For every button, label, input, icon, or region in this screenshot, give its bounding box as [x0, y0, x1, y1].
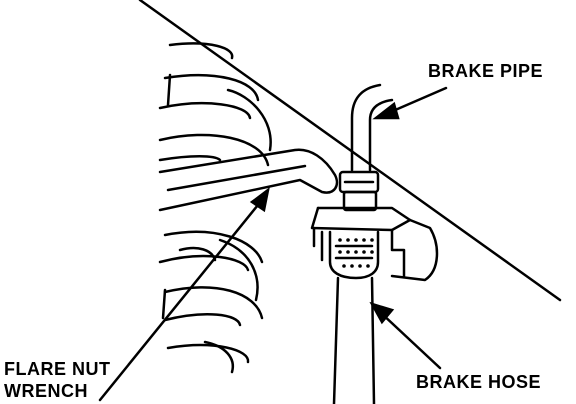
brake-pipe — [350, 83, 394, 172]
brake-hose-label: BRAKE HOSE — [416, 372, 542, 392]
leader-brake-hose — [369, 301, 442, 370]
hose-fitting — [328, 230, 380, 280]
flare-nut-wrench — [158, 148, 339, 212]
leader-brake-pipe — [372, 86, 448, 120]
leader-flare-nut-wrench — [98, 187, 270, 402]
flare-nut-wrench-label-line2: WRENCH — [4, 381, 88, 401]
flare-nut — [338, 170, 380, 212]
flare-nut-wrench-label-line1: FLARE NUT — [4, 359, 111, 379]
bracket-clip — [310, 206, 439, 282]
cutaway-line — [138, 0, 562, 302]
brake-hose — [332, 276, 376, 404]
fitting-crimp-dots — [338, 238, 374, 268]
brake-pipe-label: BRAKE PIPE — [428, 61, 544, 81]
flare-nut-wrench-label: FLARE NUT WRENCH — [4, 358, 111, 402]
coil-spring — [158, 42, 272, 374]
